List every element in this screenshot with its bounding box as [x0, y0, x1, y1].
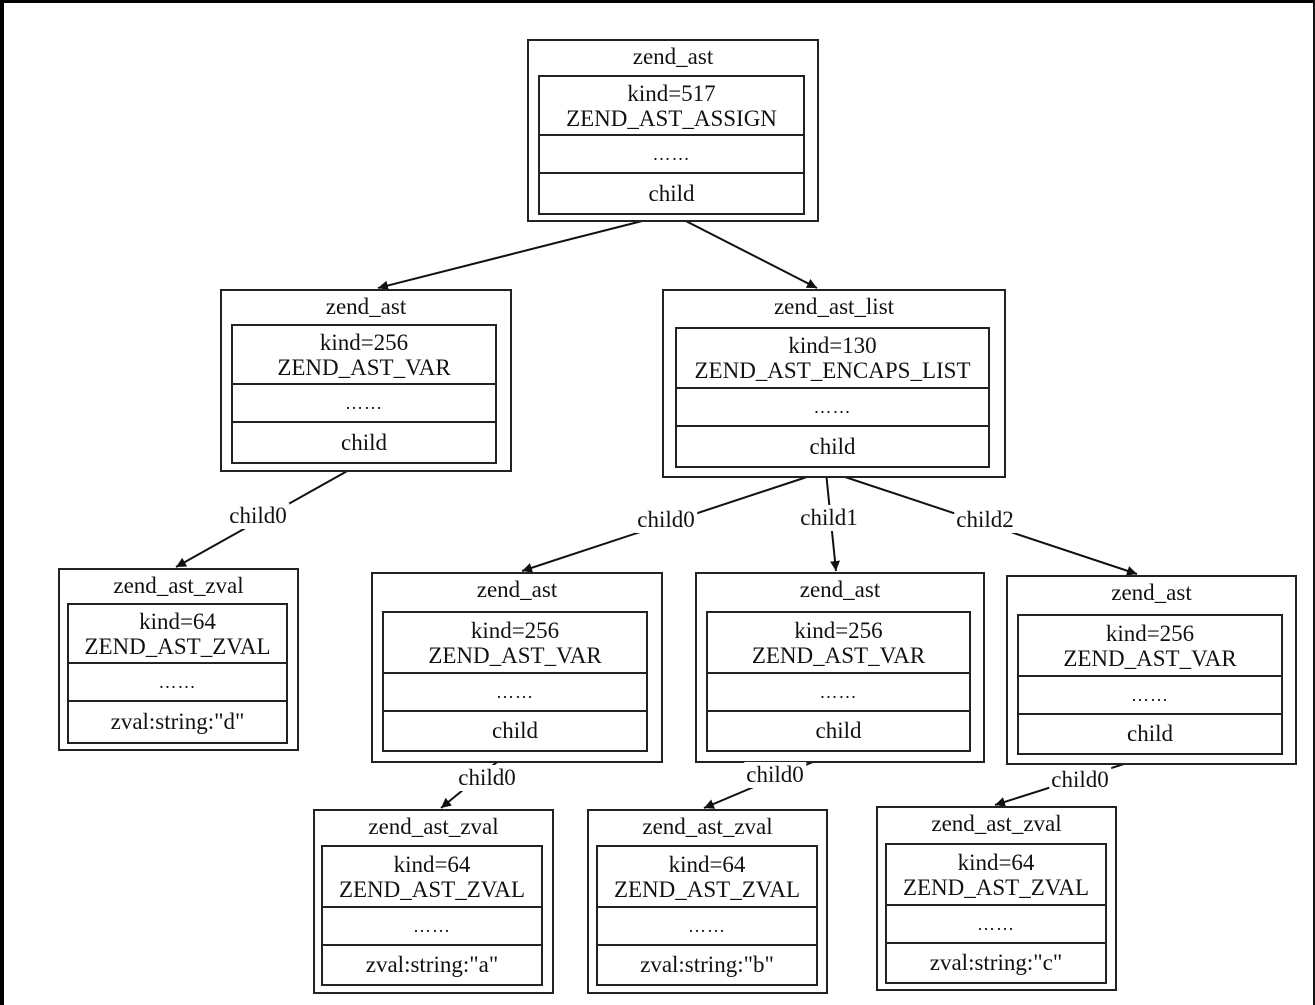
kind-constant: ZEND_AST_ZVAL [84, 633, 271, 659]
kind-value: kind=64 [393, 851, 471, 877]
ellipsis-cell: …… [708, 674, 969, 712]
image-border-right [1313, 0, 1315, 1005]
edge-label: child0 [635, 507, 697, 533]
ellipsis-cell: …… [384, 674, 646, 712]
kind-value: kind=64 [139, 608, 216, 634]
edge-label: child0 [456, 765, 518, 791]
node-type-label: zend_ast [1111, 580, 1192, 605]
kind-value: kind=256 [319, 329, 409, 355]
edge-label: child1 [798, 505, 860, 531]
kind-constant: ZEND_AST_ZVAL [902, 874, 1090, 900]
child-field-cell: child [492, 718, 538, 743]
edge-label: child2 [954, 507, 1016, 533]
kind-constant: ZEND_AST_ZVAL [338, 876, 526, 902]
edge-label: child0 [744, 762, 806, 788]
kind-value: kind=256 [1105, 620, 1195, 646]
image-border-left [0, 0, 4, 1005]
ellipsis-cell: …… [677, 389, 988, 427]
node-type-label: zend_ast [799, 577, 881, 602]
kind-constant: ZEND_AST_ASSIGN [566, 105, 777, 131]
kind-value: kind=256 [794, 617, 883, 643]
ellipsis-cell: …… [323, 908, 541, 946]
ellipsis-cell: …… [69, 664, 286, 702]
kind-constant: ZEND_AST_VAR [277, 354, 451, 380]
child-field-cell: child [809, 433, 856, 459]
node-type-label: zend_ast [476, 577, 558, 602]
child-field-cell: zval:string:"a" [365, 952, 499, 977]
edge-root-to-var-d [377, 216, 659, 291]
kind-constant: ZEND_AST_VAR [428, 642, 602, 668]
node-type-label: zend_ast_list [773, 294, 895, 319]
child-field-cell: zval:string:"b" [640, 952, 774, 977]
image-border-top [0, 0, 1315, 3]
edge-label: child0 [227, 503, 289, 529]
child-field-cell: child [815, 718, 862, 743]
node-type-label: zend_ast_zval [368, 814, 499, 839]
ellipsis-cell: …… [540, 136, 803, 174]
node-type-label: zend_ast_zval [931, 811, 1062, 836]
child-field-cell: child [1127, 721, 1173, 746]
ellipsis-cell: …… [887, 906, 1105, 944]
kind-constant: ZEND_AST_ZVAL [613, 876, 801, 902]
child-field-cell: child [341, 429, 387, 455]
kind-value: kind=64 [668, 851, 746, 877]
ellipsis-cell: …… [233, 385, 495, 423]
kind-value: kind=64 [957, 849, 1035, 875]
child-field-cell: zval:string:"c" [929, 950, 1063, 975]
kind-constant: ZEND_AST_ENCAPS_LIST [694, 358, 971, 383]
kind-constant: ZEND_AST_VAR [1063, 645, 1237, 671]
kind-value: kind=256 [470, 617, 560, 643]
node-type-label: zend_ast_zval [113, 573, 244, 598]
edge-root-to-list [677, 216, 818, 289]
ellipsis-cell: …… [598, 908, 816, 946]
node-type-label: zend_ast [325, 294, 407, 319]
edge-label: child0 [1049, 767, 1111, 793]
child-field-cell: zval:string:"d" [110, 709, 245, 734]
node-type-label: zend_ast_zval [642, 814, 773, 839]
ellipsis-cell: …… [1019, 677, 1281, 715]
node-type-label: zend_ast [632, 44, 714, 69]
kind-value: kind=130 [788, 333, 877, 358]
kind-constant: ZEND_AST_VAR [751, 642, 926, 668]
kind-value: kind=517 [627, 80, 716, 106]
child-field-cell: child [648, 180, 695, 206]
